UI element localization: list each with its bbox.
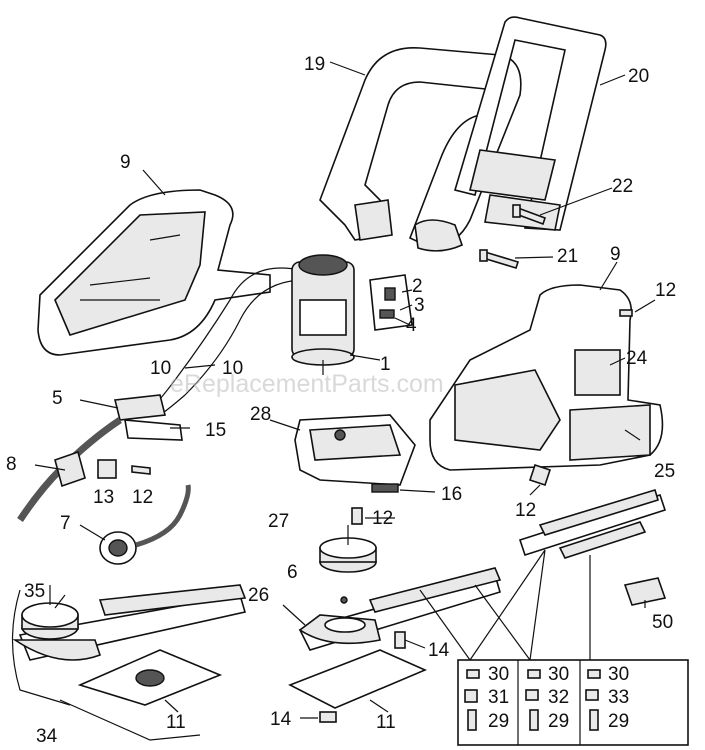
callout-31: 31 (488, 687, 509, 708)
callout-30-c: 30 (608, 664, 629, 685)
callout-20: 20 (628, 66, 649, 87)
screw-21 (479, 249, 520, 269)
plate-11-center (288, 649, 428, 709)
blade-assembly-right (518, 489, 667, 559)
callout-35: 35 (24, 581, 45, 602)
callout-16: 16 (441, 484, 462, 505)
callout-4: 4 (406, 315, 417, 336)
callout-13: 13 (93, 487, 114, 508)
callout-11-center: 11 (376, 712, 396, 733)
callout-15: 15 (205, 420, 226, 441)
cord-8 (17, 417, 122, 522)
gear-27 (319, 525, 377, 573)
callout-10-right: 10 (222, 358, 243, 379)
callout-14-upper: 14 (428, 640, 450, 661)
callout-14-lower: 14 (270, 709, 292, 730)
callout-30-a: 30 (488, 664, 509, 685)
callout-25: 25 (654, 461, 675, 482)
screw-14-lower (319, 711, 337, 723)
hardware-table (419, 549, 689, 746)
right-housing-9 (429, 284, 664, 471)
part-16 (371, 483, 399, 493)
motor-1 (291, 254, 355, 375)
callout-29-b: 29 (548, 711, 569, 732)
cord-set-7 (99, 484, 191, 565)
left-housing-9 (37, 189, 271, 356)
screw-14-upper (394, 631, 406, 649)
screw-12-lower-left (131, 465, 151, 475)
callout-12-center: 12 (372, 508, 393, 529)
callout-10-left: 10 (150, 358, 171, 379)
watermark: eReplacementParts.com (170, 370, 444, 398)
callout-7: 7 (60, 513, 71, 534)
callout-19: 19 (304, 54, 325, 75)
motor-leads-10 (149, 267, 306, 416)
callout-6: 6 (287, 562, 298, 583)
leader-lines (11, 61, 656, 741)
front-handle-19 (319, 47, 522, 252)
callout-12-right-upper: 12 (655, 280, 676, 301)
callout-22: 22 (612, 176, 633, 197)
callout-8: 8 (6, 454, 17, 475)
gear-case-28 (294, 414, 416, 486)
callout-29-c: 29 (608, 711, 629, 732)
callout-24: 24 (626, 348, 648, 369)
callout-21: 21 (557, 246, 578, 267)
screw-12-right-upper (619, 309, 633, 317)
switch-5 (114, 394, 183, 441)
callout-1: 1 (380, 354, 391, 375)
brush-assembly-2-3-4 (369, 274, 413, 331)
callout-5: 5 (52, 388, 63, 409)
callout-11-left: 11 (166, 712, 186, 733)
callout-9-left: 9 (120, 152, 131, 173)
callout-12-right-lower: 12 (515, 500, 536, 521)
decal-50 (623, 577, 667, 606)
screw-12-right-lower (528, 463, 552, 487)
callout-50: 50 (652, 612, 673, 633)
callout-3: 3 (414, 295, 425, 316)
callout-34: 34 (36, 726, 58, 747)
screw-12-center (351, 507, 363, 525)
callout-9-right: 9 (610, 244, 621, 265)
callout-27: 27 (268, 511, 289, 532)
callout-2: 2 (412, 276, 423, 297)
plate-11-left (77, 649, 223, 706)
callout-29-a: 29 (488, 711, 509, 732)
washer-6 (340, 596, 348, 604)
callout-33: 33 (608, 687, 629, 708)
blade-assembly-34 (12, 584, 247, 661)
callout-30-b: 30 (548, 664, 569, 685)
blade-assembly-center (298, 567, 502, 651)
cord-clamp-13 (97, 459, 117, 479)
screw-22 (512, 204, 547, 226)
callout-32: 32 (548, 687, 569, 708)
callout-labels: 19 20 22 21 9 9 12 24 25 2 3 4 1 10 10 5… (6, 54, 676, 747)
callout-26: 26 (248, 585, 269, 606)
callout-12-lower-left: 12 (132, 487, 153, 508)
callout-28: 28 (250, 404, 271, 425)
